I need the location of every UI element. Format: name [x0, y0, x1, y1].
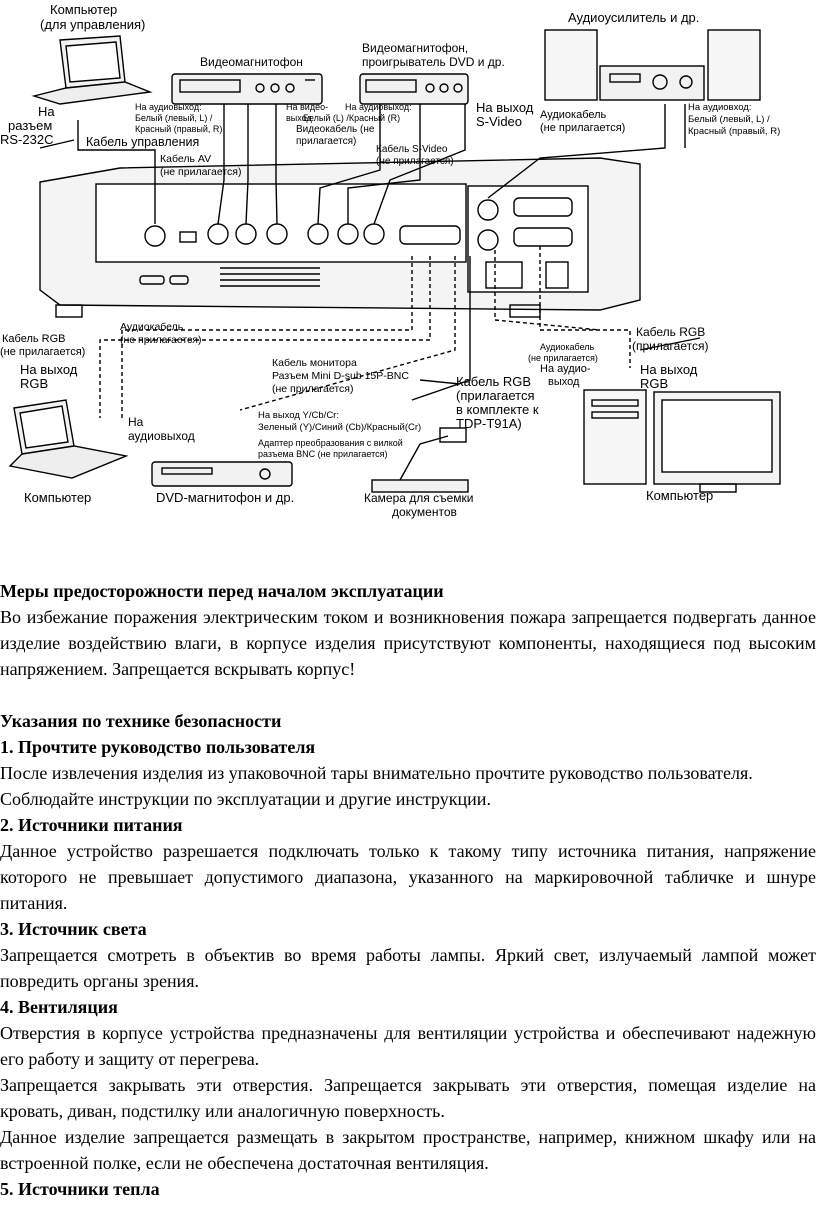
section-paragraph: Соблюдайте инструкции по эксплуатации и … [0, 789, 491, 809]
label-vcr2: Видеомагнитофон,проигрыватель DVD и др. [362, 41, 505, 69]
section-paragraph: Данное устройство разрешается подключать… [0, 841, 816, 913]
section-heading: 4. Вентиляция [0, 997, 118, 1017]
section-paragraph: Запрещается смотреть в объектив во время… [0, 945, 816, 991]
monitor-icon [653, 391, 781, 493]
label-dvd: DVD-магнитофон и др. [156, 490, 294, 505]
label-audio-cable-left: Аудиокабель(не прилагается) [120, 321, 201, 346]
label-rgb-cable-left: Кабель RGB(не прилагается) [0, 333, 85, 358]
section-heading: 3. Источник света [0, 919, 147, 939]
section-paragraph: Данное изделие запрещается размещать в з… [0, 1127, 816, 1173]
label-svideo-cable: Кабель S-Video(не прилагается) [376, 143, 454, 167]
section-heading: 1. Прочтите руководство пользователя [0, 737, 316, 757]
label-computer-right: Компьютер [646, 488, 713, 503]
control-cable [77, 120, 156, 224]
section-heading: 5. Источники тепла [0, 1179, 160, 1199]
safety-title: Указания по технике безопасности [0, 711, 282, 731]
label-audio-in: На аудиовход:Белый (левый, L) /Красный (… [688, 102, 780, 137]
label-computer-control: Компьютер(для управления) [40, 2, 145, 32]
label-audio-out-right: На аудио-выход [540, 363, 591, 388]
section-paragraph: Отверстия в корпусе устройства предназна… [0, 1023, 816, 1069]
label-computer-left: Компьютер [24, 490, 91, 505]
document-body: Меры предосторожности перед началом эксп… [0, 578, 816, 1202]
label-rgb-cable-right: Кабель RGB(прилагается) [632, 325, 708, 353]
label-vcr1: Видеомагнитофон [200, 55, 303, 69]
label-control-cable: Кабель управления [86, 135, 199, 149]
label-audio-cable-top: Аудиокабель(не прилагается) [540, 109, 625, 134]
label-vcr1-audio-out: На аудиовыход:Белый (левый, L) /Красный … [135, 102, 222, 134]
connection-diagram: Компьютер(для управления) НаразъемRS-232… [0, 2, 781, 519]
document-camera-icon [371, 427, 469, 493]
label-ycbcr-out: На выход Y/Cb/Cr:Зеленый (Y)/Синий (Cb)/… [258, 410, 421, 433]
label-av-cable: Кабель AV(не прилагается) [160, 153, 241, 178]
projector-rear-panel [39, 157, 641, 318]
laptop-control-icon [31, 35, 153, 105]
section-heading: 2. Источники питания [0, 815, 183, 835]
laptop-left-icon [8, 399, 129, 479]
dvd-player-icon [151, 461, 293, 487]
label-vcr2-audio-out: На аудиовыход:Белый (L) /Красный (R) [303, 102, 412, 123]
section-paragraph: Запрещается закрывать эти отверстия. Зап… [0, 1075, 816, 1121]
precautions-title: Меры предосторожности перед началом эксп… [0, 581, 444, 601]
label-vcr1-video-out: На видео-выход [286, 102, 328, 123]
precautions-text: Во избежание поражения электрическим ток… [0, 607, 816, 679]
label-amplifier: Аудиоусилитель и др. [568, 10, 699, 25]
label-audio-cable-right: Аудиокабель(не прилагается) [528, 342, 598, 363]
vcr-2-icon [359, 73, 469, 105]
pc-tower-icon [583, 389, 647, 485]
amplifier-icon [544, 29, 761, 101]
section-paragraph: После извлечения изделия из упаковочной … [0, 763, 753, 783]
vcr-1-icon [171, 73, 323, 105]
